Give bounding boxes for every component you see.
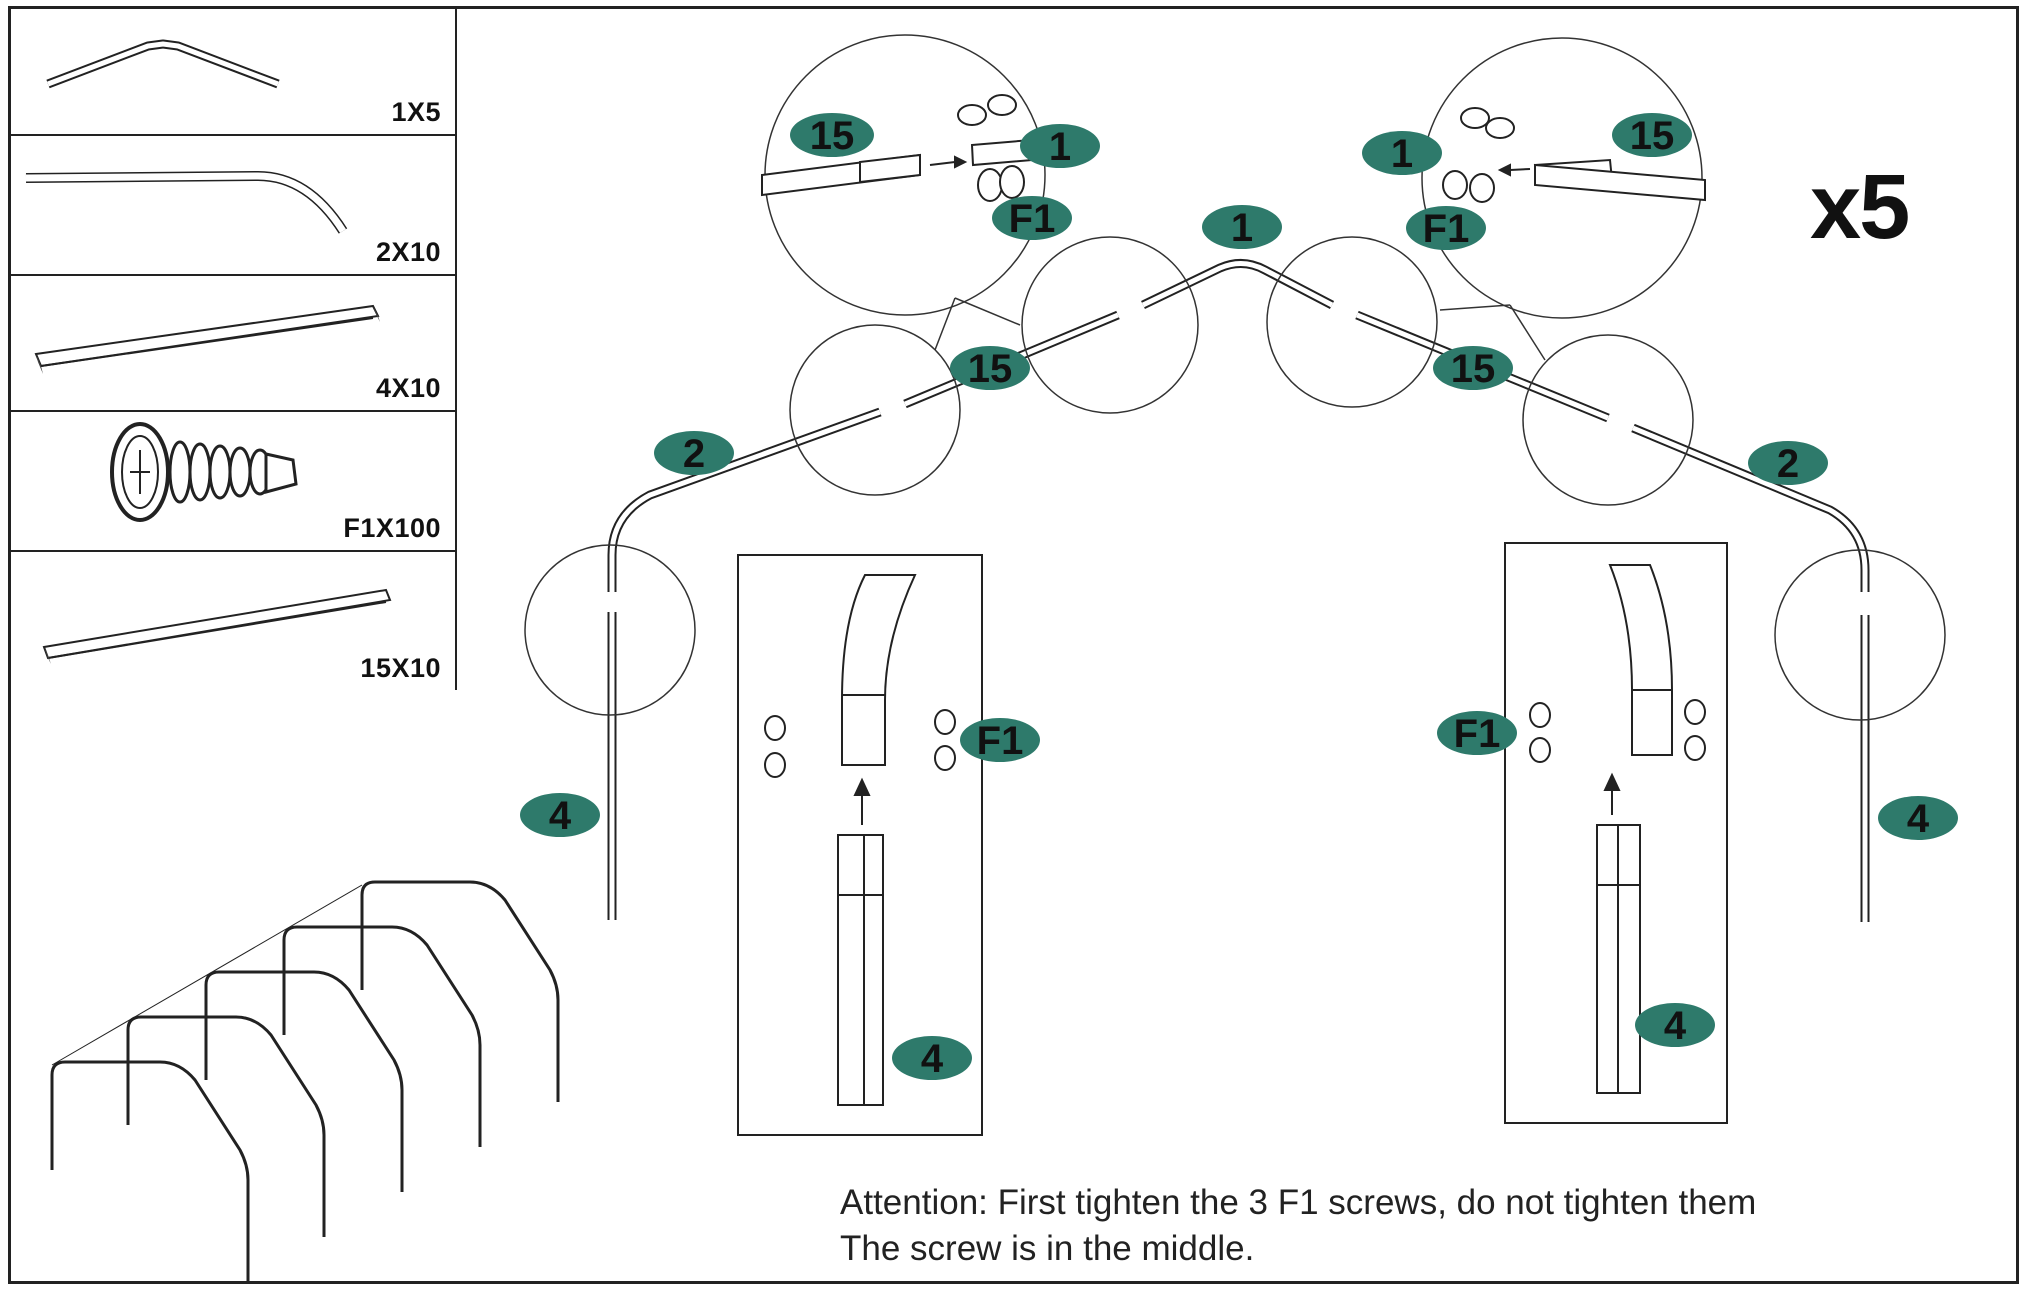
badge-left-15: 15: [968, 347, 1013, 391]
parts-list: 1X5 2X10 4X10: [8, 6, 457, 690]
badge-left-4: 4: [549, 794, 572, 838]
part-15-row: 15X10: [8, 552, 455, 690]
part-2-icon: [25, 170, 348, 234]
part-2-row: 2X10: [8, 136, 455, 276]
badge-apex-1: 1: [1231, 206, 1253, 250]
attention-note: Attention: First tighten the 3 F1 screws…: [840, 1180, 1756, 1272]
attention-note-line-2: The screw is in the middle.: [840, 1229, 1255, 1268]
part-15-quantity: 15X10: [360, 653, 441, 683]
sheet-border: [8, 6, 2019, 1284]
badge-detail-right-1: 1: [1391, 132, 1413, 176]
part-15-icon: [42, 588, 392, 664]
badge-left-box-f1: F1: [977, 719, 1024, 763]
part-1-row: 1X5: [8, 6, 455, 136]
part-1-quantity: 1X5: [391, 97, 441, 127]
screw-icon: [110, 422, 298, 522]
badge-detail-left-1: 1: [1049, 125, 1071, 169]
part-f1-quantity: F1X100: [343, 513, 441, 543]
frame-perspective-preview: [50, 880, 560, 1282]
detail-left-screws: [957, 94, 1025, 202]
badge-right-15: 15: [1451, 347, 1496, 391]
detail-right-joint: [1497, 158, 1706, 202]
right-inset-parts: [1529, 564, 1706, 1094]
badge-right-4: 4: [1907, 797, 1930, 841]
badge-right-box-4: 4: [1664, 1004, 1687, 1048]
badge-left-box-4: 4: [921, 1037, 944, 1081]
attention-note-line-1: Attention: First tighten the 3 F1 screws…: [840, 1183, 1757, 1222]
badge-right-box-f1: F1: [1454, 712, 1501, 756]
badge-detail-left-15: 15: [810, 114, 855, 158]
part-4-row: 4X10: [8, 276, 455, 412]
part-badge-labels: 15 1 F1 1 15 F1 1 15 15 2 2 4 4 F1 4 F1 …: [549, 114, 1930, 1081]
detail-right-screws: [1442, 107, 1515, 203]
part-2-quantity: 2X10: [375, 237, 441, 267]
left-inset-parts: [764, 574, 956, 1106]
badge-detail-right-f1: F1: [1423, 207, 1470, 251]
badge-right-2: 2: [1777, 442, 1799, 486]
part-badges: [520, 113, 1958, 1080]
part-f1-row: F1X100: [8, 412, 455, 552]
left-leg-inset: [737, 554, 983, 1136]
badge-left-2: 2: [683, 432, 705, 476]
part-1-icon: [46, 39, 280, 89]
quantity-marker: x5: [1810, 156, 1910, 258]
badge-detail-left-f1: F1: [1009, 197, 1056, 241]
badge-detail-right-15: 15: [1630, 114, 1675, 158]
part-4-quantity: 4X10: [375, 373, 441, 403]
part-4-icon: [34, 304, 380, 374]
arch-frame: [607, 259, 1870, 922]
joint-circles: [524, 34, 1946, 721]
right-leg-inset: [1504, 542, 1728, 1124]
